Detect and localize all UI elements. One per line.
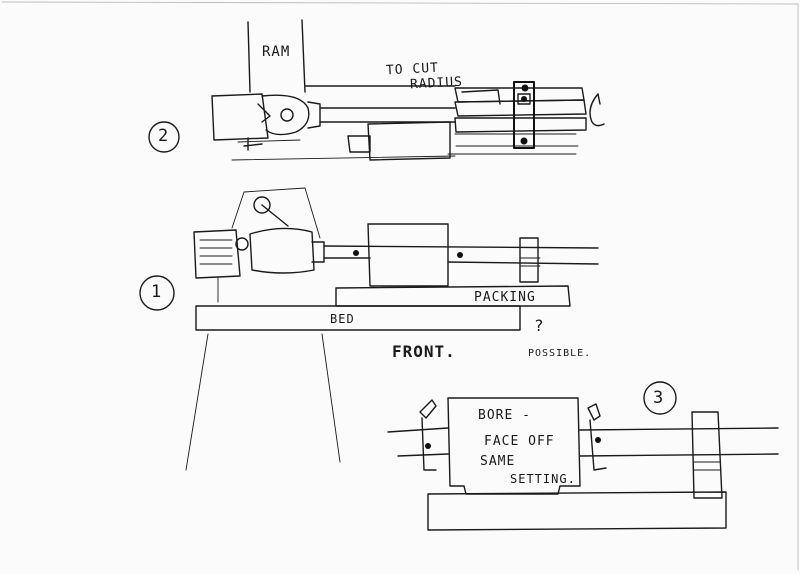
base-foot (243, 137, 263, 151)
left-bar-mark (425, 443, 431, 449)
left-bar (387, 427, 449, 457)
bar-1-mark (353, 250, 359, 256)
right-post (691, 411, 723, 499)
step-1-circle (139, 275, 175, 311)
packing-strip (335, 285, 571, 307)
right-bar-mark (595, 437, 601, 443)
face-off-label: FACE OFF (484, 434, 555, 449)
rotation-arrow-head (597, 93, 601, 105)
rotation-arrow (589, 93, 605, 127)
lever-arm (261, 204, 289, 227)
headstock-body (211, 93, 269, 141)
ram-upper-outline (231, 187, 321, 239)
bed-label: BED (330, 312, 355, 326)
right-bar (579, 427, 779, 457)
work-layer-2 (454, 99, 587, 117)
base-3 (427, 491, 727, 531)
bore-label: BORE - (478, 408, 531, 423)
chuck-outline (261, 94, 310, 136)
spindle-1 (235, 237, 249, 251)
setting-label: SETTING. (510, 472, 576, 486)
front-label: FRONT. (392, 342, 456, 361)
radius-label: RADIUS (409, 74, 464, 93)
work-cut-mark (461, 89, 501, 105)
bed (195, 305, 521, 331)
step-3-label: 3 (653, 388, 665, 408)
work-layer-3 (454, 117, 587, 133)
headstock-1 (193, 229, 241, 279)
carriage-block-1 (367, 223, 449, 287)
bar-1-bottom (323, 257, 599, 265)
right-post-lines (693, 461, 721, 471)
bed-line-mid (237, 139, 301, 143)
sketch-2 (148, 19, 605, 161)
work-layer-lines (447, 133, 579, 155)
pivot-lever (257, 103, 271, 123)
carriage-block (367, 121, 451, 161)
clamp-bolt-1 (521, 84, 529, 92)
carriage-stub (347, 135, 371, 153)
stand-legs (185, 333, 341, 471)
left-tool-tip (419, 399, 437, 419)
sketch-3 (387, 381, 779, 531)
headstock-hatching (199, 239, 233, 265)
bar-1-top (323, 245, 599, 249)
step-3-circle (643, 381, 677, 415)
clamp-bolt-3 (520, 137, 528, 145)
chuck-nose (307, 101, 321, 129)
workpiece-block (447, 397, 581, 495)
possible-label: POSSIBLE. (528, 348, 592, 359)
bar-1-mark-2 (457, 252, 463, 258)
clamp-post (513, 81, 535, 149)
right-tool-shank (589, 419, 607, 471)
question-label: ? (534, 316, 545, 335)
ram-left-edge (247, 21, 251, 93)
packing-label: PACKING (474, 290, 536, 305)
step-2-circle (148, 121, 180, 153)
clamp-post-1-lines (519, 257, 541, 267)
spindle-circle (280, 108, 294, 122)
clamp-square (517, 93, 531, 105)
bed-line-lower (231, 155, 456, 161)
chuck-1 (249, 227, 315, 274)
clamp-bolt-2 (521, 96, 527, 102)
chuck-nose-1 (311, 241, 325, 263)
step-2-label: 2 (158, 126, 170, 146)
lever-knob (253, 196, 271, 214)
step-1-label: 1 (151, 282, 163, 302)
same-label: SAME (480, 454, 516, 469)
clamp-post-1 (519, 237, 539, 283)
right-tool-tip (587, 403, 601, 421)
left-tool-shank (421, 417, 437, 471)
ram-label: RAM (262, 44, 291, 60)
ram-right-edge (301, 19, 306, 93)
sketch-1 (139, 187, 599, 471)
